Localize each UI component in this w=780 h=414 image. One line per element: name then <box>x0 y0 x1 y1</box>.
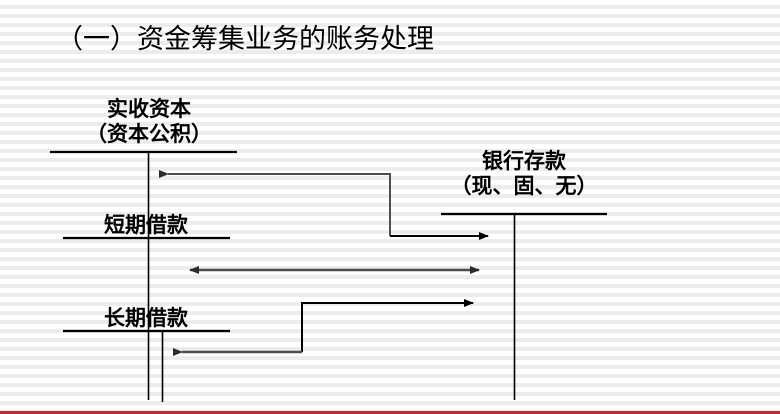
t-account-long-term-loan <box>63 329 230 402</box>
account-label-line1: 长期借款 <box>104 305 188 330</box>
account-label-line1: 银行存款 <box>482 148 566 173</box>
t-account-paid-in-capital <box>50 150 237 400</box>
account-label-paid-in-capital: 实收资本 （资本公积） <box>54 96 244 146</box>
t-account-bank-deposit <box>441 212 607 400</box>
account-label-line2: （现、固、无） <box>450 173 598 198</box>
bottom-accent-rule <box>0 411 780 414</box>
flow-arrow-long-term-out <box>301 299 474 352</box>
flow-arrow-capital-in <box>159 170 391 236</box>
account-label-long-term-loan: 长期借款 <box>61 305 231 330</box>
page-title: （一）资金筹集业务的账务处理 <box>56 24 434 55</box>
account-label-line1: 短期借款 <box>104 212 188 237</box>
account-label-line1: 实收资本 <box>107 96 191 121</box>
account-label-line2: （资本公积） <box>86 121 212 146</box>
account-label-bank-deposit: 银行存款 （现、固、无） <box>438 148 610 198</box>
account-label-short-term-loan: 短期借款 <box>61 212 231 237</box>
